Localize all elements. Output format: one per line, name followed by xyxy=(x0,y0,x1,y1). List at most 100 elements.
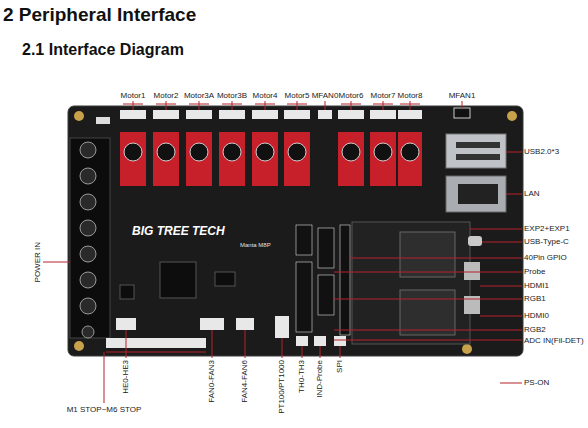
usb-port xyxy=(446,134,506,168)
lan-socket xyxy=(458,184,498,204)
port-label: SPI xyxy=(335,360,345,373)
port-label: TH0-TH3 xyxy=(297,360,307,393)
endstop-connectors xyxy=(106,338,206,348)
stepper-driver xyxy=(186,132,212,186)
port-label: Motor6 xyxy=(339,91,364,101)
stepper-driver xyxy=(338,132,364,186)
port-label: Motor3A xyxy=(184,91,214,101)
fan-connector xyxy=(200,318,224,330)
port-label: RGB1 xyxy=(524,294,546,304)
leader-line xyxy=(123,101,143,110)
port-label: ADC IN(Fil-DET) xyxy=(524,336,584,346)
port-label: USB-Type-C xyxy=(524,237,569,247)
port-label: Motor4 xyxy=(253,91,278,101)
pin-header xyxy=(318,228,334,268)
lan-port xyxy=(446,176,506,212)
page-title: 2 Peripheral Interface xyxy=(3,4,196,26)
leader-line xyxy=(462,101,463,108)
mount-hole xyxy=(507,111,517,121)
pin-header xyxy=(296,225,312,255)
fan-connector xyxy=(318,110,332,119)
probe-connector xyxy=(314,336,326,346)
port-label: Motor8 xyxy=(398,91,423,101)
leader-line xyxy=(506,194,522,195)
stepper-driver xyxy=(153,132,179,186)
leader-line xyxy=(373,101,393,110)
port-label: PS-ON xyxy=(524,378,549,388)
stepper-driver xyxy=(284,132,310,186)
leader-line xyxy=(334,330,522,331)
capacitor xyxy=(374,143,392,161)
leader-line xyxy=(340,346,341,358)
compute-module-area xyxy=(352,222,470,344)
port-label: HDMI1 xyxy=(524,281,549,291)
stepper-driver xyxy=(252,132,278,186)
leader-line xyxy=(212,330,213,358)
leader-line xyxy=(506,152,522,153)
capacitor xyxy=(342,143,360,161)
capacitor xyxy=(401,143,419,161)
gpio-header xyxy=(340,225,350,335)
port-label: MFAN0 xyxy=(312,91,339,101)
port-label: USB2.0*3 xyxy=(524,147,559,157)
motor-connector xyxy=(153,110,179,119)
terminal-screw xyxy=(80,246,96,262)
terminal-screw xyxy=(80,272,96,288)
port-label: RGB2 xyxy=(524,325,546,335)
usb-c-port xyxy=(468,236,482,246)
small-chip xyxy=(215,272,235,286)
mount-hole xyxy=(74,341,84,351)
motor-connector xyxy=(219,110,245,119)
leader-line xyxy=(320,346,321,358)
port-label: Motor5 xyxy=(285,91,310,101)
leader-line xyxy=(400,101,420,110)
leader-line xyxy=(470,229,522,230)
motor-connector xyxy=(398,110,422,119)
leader-line xyxy=(189,101,209,110)
fan-connector xyxy=(236,318,254,330)
port-label: POWER IN xyxy=(33,242,43,282)
board-brand: BIG TREE TECH xyxy=(132,224,225,238)
port-label: 40Pin GPIO xyxy=(524,253,567,263)
port-label: Motor7 xyxy=(371,91,396,101)
motor-connector xyxy=(120,110,146,119)
fan-connector xyxy=(454,108,470,118)
terminal-screw xyxy=(80,194,96,210)
port-label: EXP2+EXP1 xyxy=(524,224,570,234)
mount-hole xyxy=(74,111,84,121)
sensor-connector xyxy=(275,316,289,338)
usb-slot xyxy=(456,154,500,160)
module-chip xyxy=(400,232,455,277)
leader-line xyxy=(341,101,361,110)
capacitor xyxy=(190,143,208,161)
leader-line xyxy=(126,330,127,358)
small-chip xyxy=(120,285,134,299)
port-label: MFAN1 xyxy=(449,91,476,101)
usb-slot xyxy=(456,142,500,148)
stepper-driver xyxy=(398,132,422,186)
port-label: IND-Probe xyxy=(315,360,325,398)
port-label: M1 STOP~M6 STOP xyxy=(67,405,142,415)
stepper-driver xyxy=(219,132,245,186)
leader-line xyxy=(287,101,307,110)
leader-line xyxy=(245,330,246,358)
port-label: Motor1 xyxy=(121,91,146,101)
stepper-driver xyxy=(120,132,146,186)
terminal-screw xyxy=(82,326,94,338)
leader-line xyxy=(282,338,283,358)
power-terminal-block xyxy=(70,138,110,338)
stepper-driver xyxy=(370,132,396,186)
terminal-screw xyxy=(80,168,96,184)
motor-connector xyxy=(284,110,310,119)
capacitor xyxy=(256,143,274,161)
thermistor-connector xyxy=(296,336,308,346)
leader-line xyxy=(43,262,70,263)
capacitor xyxy=(157,143,175,161)
leader-line xyxy=(480,286,522,287)
motor-connector xyxy=(338,110,364,119)
heater-connector xyxy=(116,318,136,330)
leader-line xyxy=(104,352,206,403)
leader-line xyxy=(255,101,275,110)
